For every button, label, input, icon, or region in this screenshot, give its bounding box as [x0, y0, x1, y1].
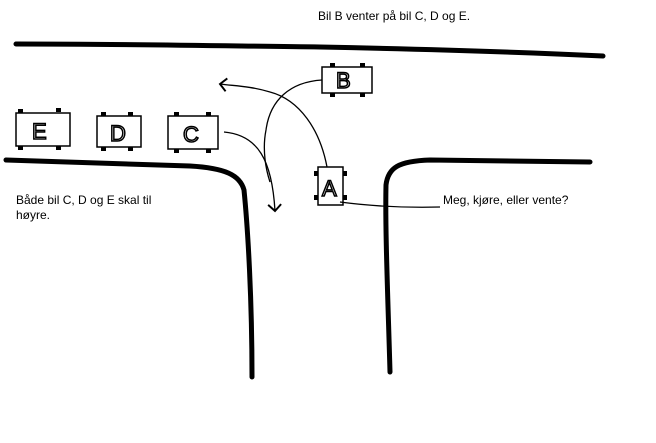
- car-d: D: [96, 112, 142, 151]
- car-e: E: [15, 108, 71, 150]
- road-top-edge: [13, 41, 606, 59]
- car-a-speech-line: [339, 201, 441, 208]
- caption-left-line-1: Både bil C, D og E skal til: [16, 193, 152, 207]
- car-c-label: C: [183, 122, 199, 147]
- car-b-label: B: [336, 68, 351, 93]
- caption-left: Både bil C, D og E skal til høyre.: [16, 193, 151, 223]
- road-right-edge: [383, 157, 593, 375]
- car-c: C: [167, 112, 219, 153]
- car-a-left-turn-arrow: [218, 77, 328, 168]
- car-c-right-turn-arrow: [223, 131, 282, 213]
- car-e-label: E: [32, 119, 47, 144]
- car-d-label: D: [110, 121, 126, 146]
- car-a-label: A: [322, 176, 337, 201]
- road-left-edge: [3, 157, 255, 380]
- caption-top: Bil B venter på bil C, D og E.: [318, 9, 471, 23]
- car-b-path-arrow: [263, 79, 323, 183]
- caption-left-line-2: høyre.: [16, 208, 51, 222]
- caption-right: Meg, kjøre, eller vente?: [443, 193, 569, 207]
- car-b: B: [321, 63, 373, 97]
- car-a: A: [314, 166, 347, 206]
